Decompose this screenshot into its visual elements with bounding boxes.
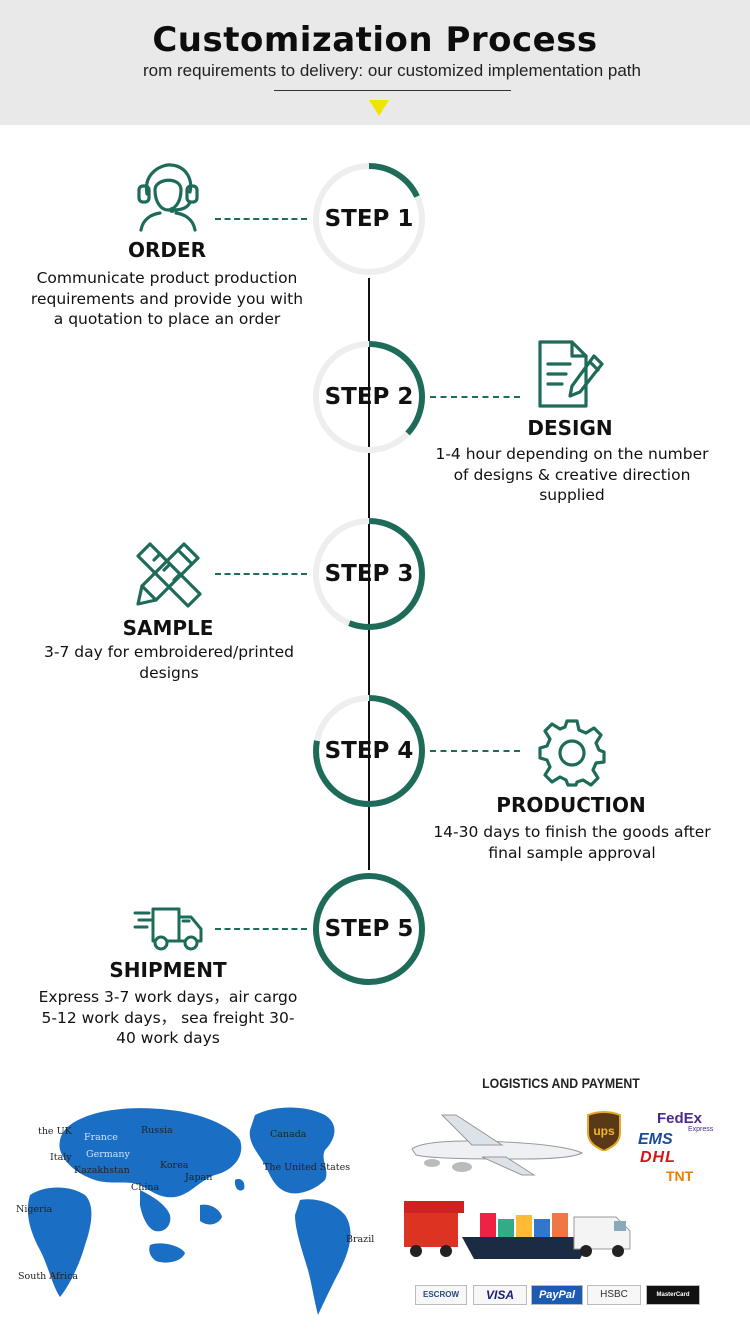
fedex-logo: FedEx bbox=[657, 1110, 703, 1127]
map-label: Kazakhstan bbox=[74, 1165, 130, 1176]
document-edit-icon bbox=[538, 340, 604, 408]
mastercard-logo: MasterCard bbox=[646, 1285, 700, 1305]
step-5-description: Express 3-7 work days，air cargo 5-12 wor… bbox=[8, 987, 328, 1049]
step-1-desc-line: a quotation to place an order bbox=[53, 310, 281, 328]
step-5-progress-ring bbox=[313, 873, 425, 985]
step-1-desc-line: Communicate product production bbox=[36, 269, 298, 287]
step-5-desc-line: Express 3-7 work days，air cargo bbox=[38, 988, 298, 1006]
paypal-logo: PayPal bbox=[531, 1285, 583, 1305]
step-2-circle: STEP 2 bbox=[310, 338, 428, 456]
hsbc-logo: HSBC bbox=[587, 1285, 641, 1305]
dhl-logo: DHL bbox=[640, 1149, 676, 1166]
step-3-description: 3-7 day for embroidered/printed designs bbox=[10, 642, 328, 683]
map-label: The United States bbox=[263, 1162, 351, 1173]
customer-service-icon bbox=[137, 163, 199, 232]
step-1-progress-ring bbox=[313, 163, 425, 275]
step-2-progress-ring bbox=[313, 341, 425, 453]
step-5-desc-line: 5-12 work days， sea freight 30- bbox=[41, 1008, 295, 1027]
map-label: Nigeria bbox=[16, 1204, 53, 1215]
tnt-logo: TNT bbox=[666, 1168, 694, 1184]
escrow-logo: ESCROW bbox=[415, 1285, 467, 1305]
step-2-desc-line: of designs & creative direction bbox=[453, 465, 691, 484]
step-4-heading: PRODUCTION bbox=[496, 793, 646, 817]
ruler-pencil-icon bbox=[136, 542, 202, 608]
step-3-circle: STEP 3 bbox=[310, 515, 428, 633]
delivery-truck-icon bbox=[133, 907, 203, 951]
step-4-progress-ring bbox=[313, 695, 425, 807]
step-3-desc-line: 3-7 day for embroidered/printed bbox=[43, 643, 294, 661]
step-2-desc-line: 1-4 hour depending on the number bbox=[435, 445, 709, 463]
step-2-label: STEP 2 bbox=[324, 384, 414, 410]
page-title: Customization Process bbox=[152, 20, 598, 60]
map-label: Canada bbox=[270, 1129, 307, 1140]
title-divider bbox=[274, 90, 511, 91]
header-banner: Customization Process rom requirements t… bbox=[0, 0, 750, 125]
step-2-connector bbox=[430, 396, 520, 398]
step-4-label: STEP 4 bbox=[324, 738, 414, 764]
map-label: South Africa bbox=[18, 1271, 79, 1282]
visa-logo: VISA bbox=[473, 1285, 527, 1305]
timeline-line bbox=[368, 278, 370, 870]
step-5-circle: STEP 5 bbox=[310, 870, 428, 988]
step-5-desc-line: 40 work days bbox=[116, 1029, 220, 1047]
step-3-connector bbox=[215, 573, 307, 575]
step-2-description: 1-4 hour depending on the number of desi… bbox=[412, 444, 732, 506]
map-label: France bbox=[84, 1132, 118, 1143]
step-5-heading: SHIPMENT bbox=[109, 958, 227, 982]
step-1-desc-line: requirements and provide you with bbox=[30, 289, 304, 308]
step-3-desc-line: designs bbox=[139, 663, 199, 682]
step-4-connector bbox=[430, 750, 520, 752]
step-4-desc-line: final sample approval bbox=[488, 843, 656, 862]
step-1-description: Communicate product production requireme… bbox=[10, 268, 324, 330]
world-map-image bbox=[27, 1107, 351, 1315]
step-2-desc-line: supplied bbox=[539, 486, 605, 504]
fedex-express-logo: Express bbox=[688, 1126, 714, 1133]
map-label: Italy bbox=[50, 1152, 72, 1163]
step-5-label: STEP 5 bbox=[324, 916, 414, 942]
map-label: Russia bbox=[141, 1125, 173, 1136]
map-label: Korea bbox=[160, 1160, 189, 1171]
step-1-circle: STEP 1 bbox=[310, 160, 428, 278]
step-5-connector bbox=[215, 928, 307, 930]
step-3-progress-ring bbox=[313, 518, 425, 630]
page-subtitle: rom requirements to delivery: our custom… bbox=[143, 61, 641, 80]
step-1-label: STEP 1 bbox=[324, 206, 414, 232]
step-4-circle: STEP 4 bbox=[310, 692, 428, 810]
ems-logo: EMS bbox=[638, 1131, 673, 1148]
map-label: Germany bbox=[86, 1149, 130, 1160]
map-label: Brazil bbox=[346, 1234, 375, 1245]
down-arrow-icon bbox=[369, 100, 389, 116]
logistics-title: LOGISTICS AND PAYMENT bbox=[482, 1075, 640, 1091]
step-3-heading: SAMPLE bbox=[122, 616, 214, 640]
map-label: the UK bbox=[38, 1126, 72, 1137]
ups-logo-text: ups bbox=[593, 1124, 615, 1138]
map-label: China bbox=[131, 1182, 160, 1193]
map-label: Japan bbox=[185, 1172, 213, 1183]
cargo-transport-image bbox=[404, 1201, 631, 1259]
step-4-desc-line: 14-30 days to finish the goods after bbox=[433, 823, 711, 841]
step-3-label: STEP 3 bbox=[324, 561, 414, 587]
step-1-connector bbox=[215, 218, 307, 220]
airplane-icon bbox=[411, 1114, 584, 1176]
step-2-heading: DESIGN bbox=[527, 416, 613, 440]
step-1-heading: ORDER bbox=[127, 238, 207, 262]
step-4-description: 14-30 days to finish the goods after fin… bbox=[410, 822, 734, 863]
ups-logo bbox=[587, 1111, 621, 1151]
gear-icon bbox=[538, 719, 606, 787]
bottom-section: the UK France Germany Italy Kazakhstan R… bbox=[0, 1065, 750, 1338]
